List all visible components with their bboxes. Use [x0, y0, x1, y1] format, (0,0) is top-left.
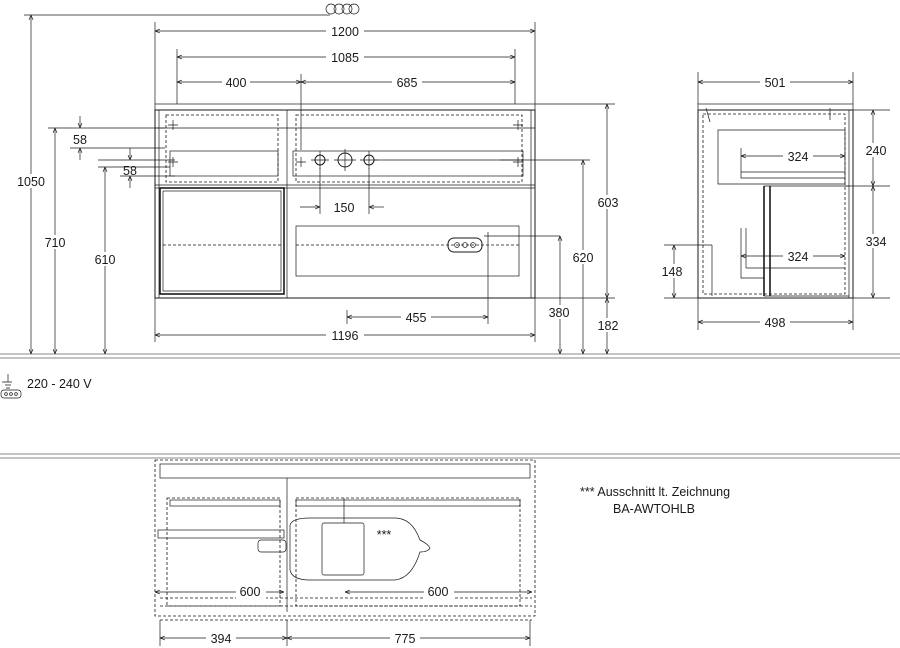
- dim-width-left: 400: [226, 76, 247, 90]
- dim-depth-bottom: 498: [765, 316, 786, 330]
- dim-width-right: 685: [397, 76, 418, 90]
- dim-plan-left: 394: [211, 632, 232, 646]
- voltage-label: 220 - 240 V: [27, 377, 92, 391]
- plan-dimensions: 600 600 394 775: [155, 585, 532, 646]
- dim-drawer-depth-bottom: 324: [788, 250, 809, 264]
- dim-width-inner: 1085: [331, 51, 359, 65]
- dim-drawer-left: 600: [240, 585, 261, 599]
- floor-line-plan: [0, 453, 900, 459]
- dim-height-603: 603: [598, 196, 619, 210]
- dim-depth-top: 501: [765, 76, 786, 90]
- cutout-marker: ***: [377, 528, 392, 542]
- view-symbol-icon: [325, 3, 360, 15]
- dim-height-334: 334: [866, 235, 887, 249]
- dim-height-148: 148: [662, 265, 683, 279]
- floor-line-top: [0, 353, 900, 359]
- dim-height-182: 182: [598, 319, 619, 333]
- front-view: [154, 103, 560, 299]
- dim-width-total: 1200: [331, 25, 359, 39]
- note-line-1: *** Ausschnitt lt. Zeichnung: [580, 485, 730, 499]
- dim-width-bottom: 1196: [332, 329, 359, 343]
- dim-plan-right: 775: [395, 632, 416, 646]
- dim-drawer-depth-top: 324: [788, 150, 809, 164]
- dim-height-620: 620: [573, 251, 594, 265]
- dim-drawer-right: 600: [428, 585, 449, 599]
- dim-height-610: 610: [95, 253, 116, 267]
- socket-icon: [0, 374, 22, 399]
- side-dimensions: 501 324 324 240 334 148 498: [659, 72, 891, 330]
- dim-offset-bottom: 58: [123, 164, 137, 178]
- dim-height-380: 380: [549, 306, 570, 320]
- side-view: [697, 103, 854, 299]
- front-dimensions: 1200 1085 400 685 1050 710 58 5: [14, 14, 622, 354]
- dim-height-240: 240: [866, 144, 887, 158]
- dim-height-total: 1050: [17, 175, 45, 189]
- dim-tap-spacing: 150: [334, 201, 355, 215]
- dim-offset-top: 58: [73, 133, 87, 147]
- plan-view: [154, 459, 536, 621]
- dim-height-710: 710: [45, 236, 66, 250]
- note-line-2: BA-AWTOHLB: [613, 502, 695, 516]
- dim-drain-offset: 455: [406, 311, 427, 325]
